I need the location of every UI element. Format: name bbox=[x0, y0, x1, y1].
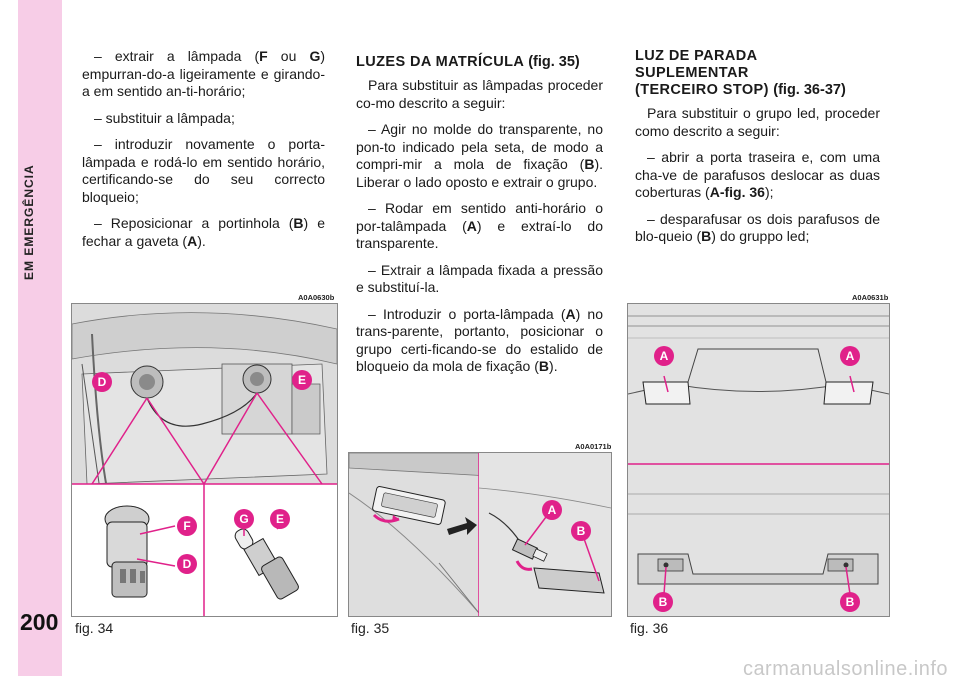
label-g: G bbox=[239, 512, 248, 526]
column-3: LUZ DE PARADA SUPLEMENTAR (TERCEIRO STOP… bbox=[635, 48, 880, 255]
label-b-2: B bbox=[846, 595, 855, 609]
section-heading: LUZ DE PARADA SUPLEMENTAR (TERCEIRO STOP… bbox=[635, 48, 846, 98]
ref-a: A bbox=[187, 232, 198, 249]
label-d: D bbox=[98, 375, 107, 389]
sidebar-band bbox=[18, 0, 62, 676]
label-d-2: D bbox=[183, 557, 192, 571]
figure-caption: fig. 34 bbox=[75, 620, 114, 636]
column-2: LUZES DA MATRÍCULA (fig. 35) Para substi… bbox=[356, 54, 603, 385]
label-f: F bbox=[183, 519, 190, 533]
paragraph: Para substituir o grupo led, proceder co… bbox=[635, 105, 880, 139]
label-b: B bbox=[577, 524, 586, 538]
section-title: EM EMERGÊNCIA bbox=[22, 164, 36, 280]
paragraph: – substituir a lâmpada; bbox=[94, 109, 235, 126]
paragraph: – Rodar em sentido anti-horário o por-ta… bbox=[356, 200, 604, 251]
page-number: 200 bbox=[20, 609, 59, 635]
figure-34-illustration: D E F G E D bbox=[71, 303, 338, 617]
figure-36-illustration: A A B B bbox=[627, 303, 890, 617]
label-b: B bbox=[659, 595, 668, 609]
ref-b: B bbox=[293, 215, 304, 231]
label-a: A bbox=[660, 349, 669, 363]
section-heading: LUZES DA MATRÍCULA (fig. 35) bbox=[356, 54, 580, 70]
paragraph: – abrir a porta traseira e, com uma cha-… bbox=[635, 149, 880, 200]
label-e-2: E bbox=[276, 512, 284, 526]
figure-code: A0A0171b bbox=[575, 442, 612, 451]
figure-code: A0A0631b bbox=[852, 293, 889, 302]
paragraph: Para substituir as lâmpadas proceder co-… bbox=[356, 77, 603, 111]
ref-f: F bbox=[259, 48, 268, 64]
label-a-2: A bbox=[846, 349, 855, 363]
paragraph: – extrair a lâmpada (F ou G) empurran-do… bbox=[82, 48, 325, 99]
column-1: – extrair a lâmpada (F ou G) empurran-do… bbox=[82, 48, 325, 259]
figure-caption: fig. 36 bbox=[630, 620, 669, 636]
figure-caption: fig. 35 bbox=[351, 620, 390, 636]
paragraph: – Introduzir o porta-lâmpada (A) no tran… bbox=[356, 305, 603, 375]
paragraph: – Extrair a lâmpada fixada a pressão e s… bbox=[356, 261, 603, 296]
paragraph: – Agir no molde do transparente, no pon-… bbox=[356, 121, 603, 190]
label-e: E bbox=[298, 373, 306, 387]
label-a: A bbox=[548, 503, 557, 517]
ref-g: G bbox=[309, 48, 321, 64]
paragraph: – Reposicionar a portinhola (B) e fechar… bbox=[82, 215, 325, 249]
watermark: carmanualsonline.info bbox=[742, 658, 948, 680]
figure-35-illustration: A B bbox=[348, 452, 612, 617]
figure-code: A0A0630b bbox=[298, 293, 335, 302]
paragraph: – introduzir novamente o porta-lâmpada e… bbox=[82, 136, 325, 205]
paragraph: – desparafusar os dois parafusos de blo-… bbox=[635, 210, 880, 245]
